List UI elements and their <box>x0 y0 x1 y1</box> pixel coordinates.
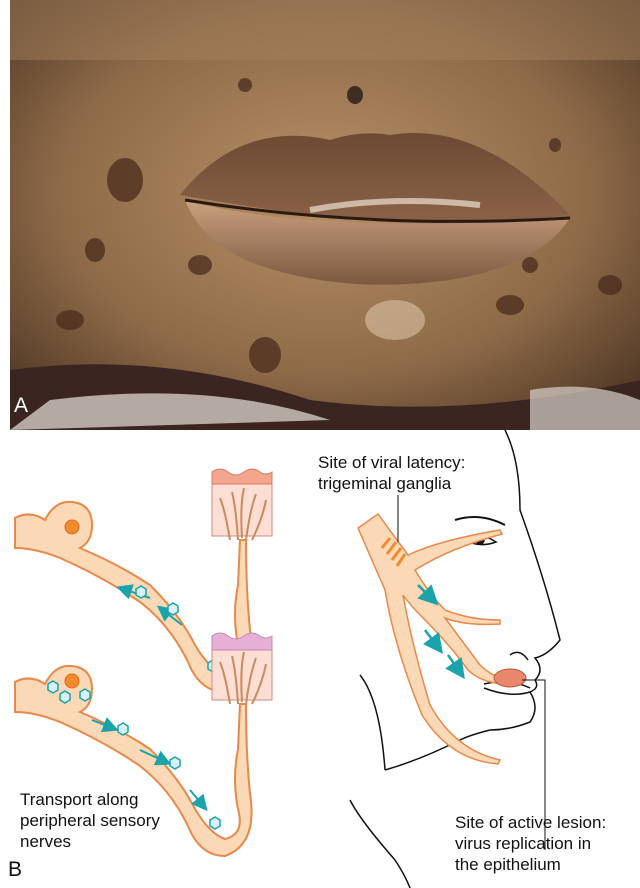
lesion-spot <box>494 669 526 687</box>
panel-label-b: B <box>8 858 22 881</box>
virus-particle-icon <box>60 691 70 703</box>
label-transport: Transport along peripheral sensory nerve… <box>20 789 160 852</box>
skin-block-bottom <box>212 633 272 704</box>
clinical-photo <box>10 0 640 430</box>
virus-particle-icon <box>170 757 180 769</box>
panel-label-a: A <box>14 394 28 418</box>
virus-particle-icon <box>168 603 178 615</box>
virus-particle-icon <box>136 586 146 598</box>
virus-particle-icon <box>210 817 220 829</box>
label-latency: Site of viral latency: trigeminal gangli… <box>318 452 465 494</box>
skin-block-top <box>212 469 272 540</box>
virus-particle-icon <box>118 723 128 735</box>
virus-particle-icon <box>80 689 90 701</box>
virus-particle-icon <box>48 681 58 693</box>
label-lesion: Site of active lesion: virus replication… <box>455 812 606 875</box>
